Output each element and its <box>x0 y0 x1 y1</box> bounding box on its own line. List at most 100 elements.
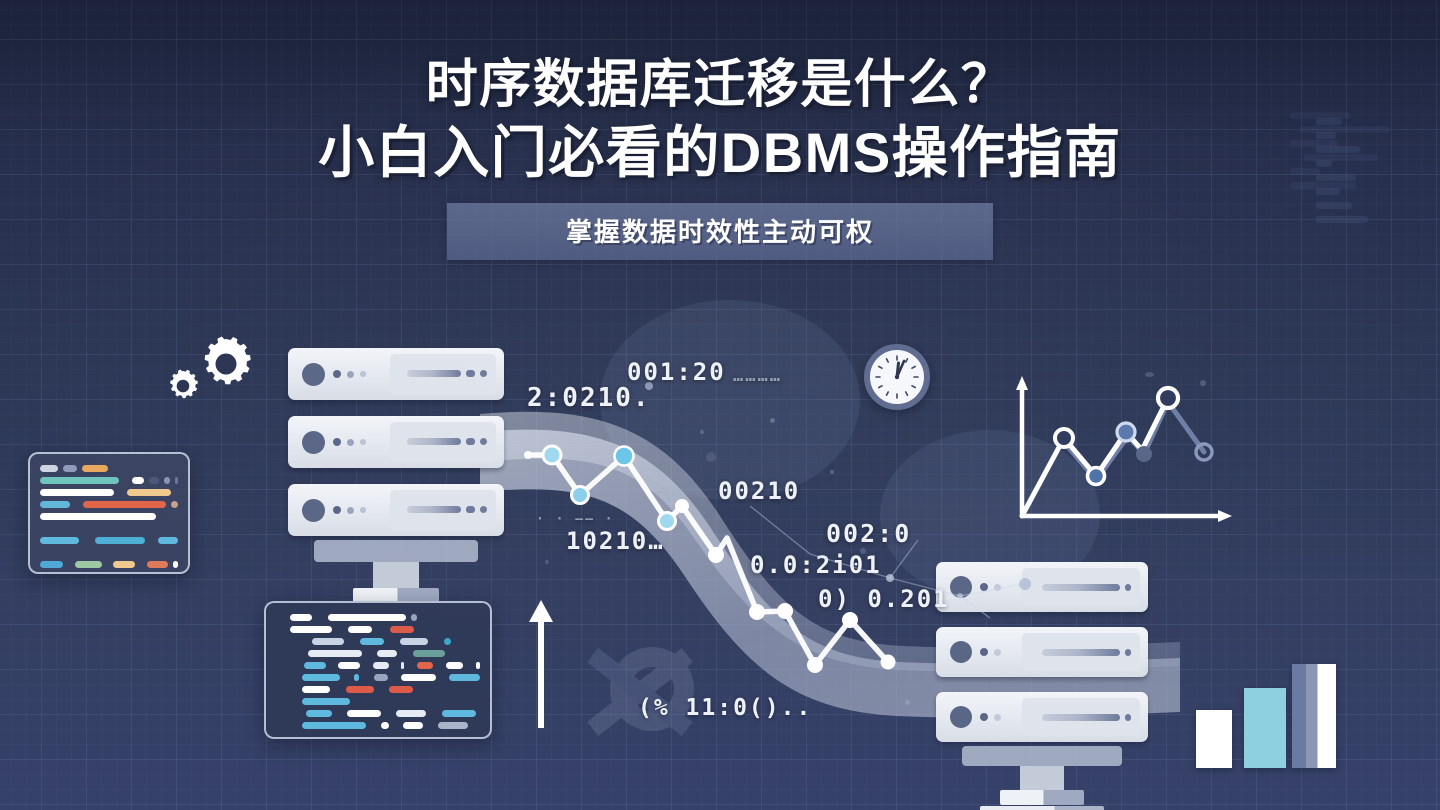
code-token <box>348 626 372 633</box>
code-token <box>403 722 423 729</box>
status-led-small <box>360 439 366 445</box>
code-token <box>349 638 355 645</box>
code-token <box>94 537 145 544</box>
code-token <box>308 650 362 657</box>
floating-number-text: ………… <box>733 366 782 386</box>
code-line <box>40 477 178 484</box>
rack-foot <box>980 806 1104 810</box>
server-indicator <box>480 506 487 514</box>
speck <box>860 548 866 554</box>
status-led-small <box>980 648 988 656</box>
status-led <box>302 430 325 454</box>
code-token <box>75 501 78 508</box>
speck <box>905 700 910 705</box>
code-token <box>147 561 168 568</box>
code-editor-panel-bottom <box>264 601 492 739</box>
floating-number-text: 0) 0.201 <box>818 585 950 613</box>
database-server-rack-left <box>288 348 504 614</box>
code-token <box>68 561 70 568</box>
code-token <box>346 686 374 693</box>
floating-number-text: 2:0210. <box>527 383 651 413</box>
server-panel <box>390 490 496 530</box>
code-token <box>389 686 413 693</box>
status-led-small <box>994 713 1001 721</box>
server-progress-bar <box>1042 583 1120 591</box>
code-token <box>85 573 89 574</box>
code-editor-panel-left <box>28 452 190 574</box>
floating-number-text: (% 11:0().. <box>638 695 813 721</box>
floating-number-text: 001:20 <box>627 358 726 386</box>
code-token <box>112 561 136 568</box>
code-token <box>401 662 405 669</box>
code-token <box>174 477 178 484</box>
rack-plinth <box>314 540 478 562</box>
code-token <box>171 501 178 508</box>
status-led-small <box>994 583 1001 591</box>
server-unit <box>936 692 1148 750</box>
code-token <box>40 537 80 544</box>
code-token <box>377 626 385 633</box>
code-token <box>379 686 384 693</box>
headline-block: 时序数据库迁移是什么？ 小白入门必看的DBMS操作指南 掌握数据时效性主动可权 <box>0 56 1440 260</box>
code-token <box>127 489 171 496</box>
code-token <box>400 638 428 645</box>
code-line <box>276 638 480 645</box>
subtitle-wrapper: 掌握数据时效性主动可权 <box>0 202 1440 260</box>
code-token <box>468 662 471 669</box>
speck <box>830 470 834 474</box>
status-led <box>950 576 972 598</box>
code-token <box>331 662 333 669</box>
code-token <box>74 561 102 568</box>
code-token <box>371 722 376 729</box>
code-token <box>444 638 451 645</box>
code-token <box>365 662 368 669</box>
code-token <box>373 674 388 681</box>
code-token <box>413 650 445 657</box>
code-token <box>148 477 160 484</box>
code-token <box>335 686 341 693</box>
code-token <box>172 561 178 568</box>
code-token <box>372 662 390 669</box>
status-led <box>950 641 972 663</box>
code-token <box>317 614 323 621</box>
server-indicator <box>480 370 487 378</box>
status-led <box>302 498 325 522</box>
floating-number-text: 0.0:2i01 <box>750 551 882 579</box>
chart-axes <box>1016 376 1232 522</box>
code-rows-left <box>40 465 178 574</box>
status-led <box>950 706 972 728</box>
code-line <box>40 549 178 556</box>
code-line <box>40 465 178 472</box>
code-line <box>276 662 481 669</box>
code-token <box>40 573 80 574</box>
rack-stand-neck <box>1020 766 1064 790</box>
speck <box>1200 380 1206 386</box>
decorative-code-lines-top-right-2 <box>1290 112 1440 196</box>
title-line-2: 小白入门必看的DBMS操作指南 <box>318 121 1122 185</box>
code-line <box>40 537 178 544</box>
code-token <box>302 722 366 729</box>
code-line <box>276 698 480 705</box>
server-indicator <box>1125 583 1131 591</box>
decorative-network-lines <box>749 505 1031 619</box>
code-line <box>40 489 178 496</box>
title-line-1: 时序数据库迁移是什么？ <box>425 56 1015 114</box>
status-led-small <box>360 507 366 513</box>
status-led <box>302 362 325 386</box>
clock-icon <box>864 344 930 410</box>
rack-stand-neck <box>373 562 419 588</box>
speck <box>770 418 775 423</box>
code-token <box>360 638 384 645</box>
code-token <box>337 662 360 669</box>
bar-chart-bottom-right <box>1192 660 1340 768</box>
code-token <box>389 638 395 645</box>
code-token <box>396 710 426 717</box>
code-token <box>82 465 108 472</box>
status-led-small <box>333 370 341 378</box>
status-led-small <box>980 583 988 591</box>
code-token <box>84 537 89 544</box>
code-token <box>290 614 312 621</box>
decorative-gear-silhouette <box>587 647 694 737</box>
floating-number-text: 00210 <box>718 477 801 505</box>
